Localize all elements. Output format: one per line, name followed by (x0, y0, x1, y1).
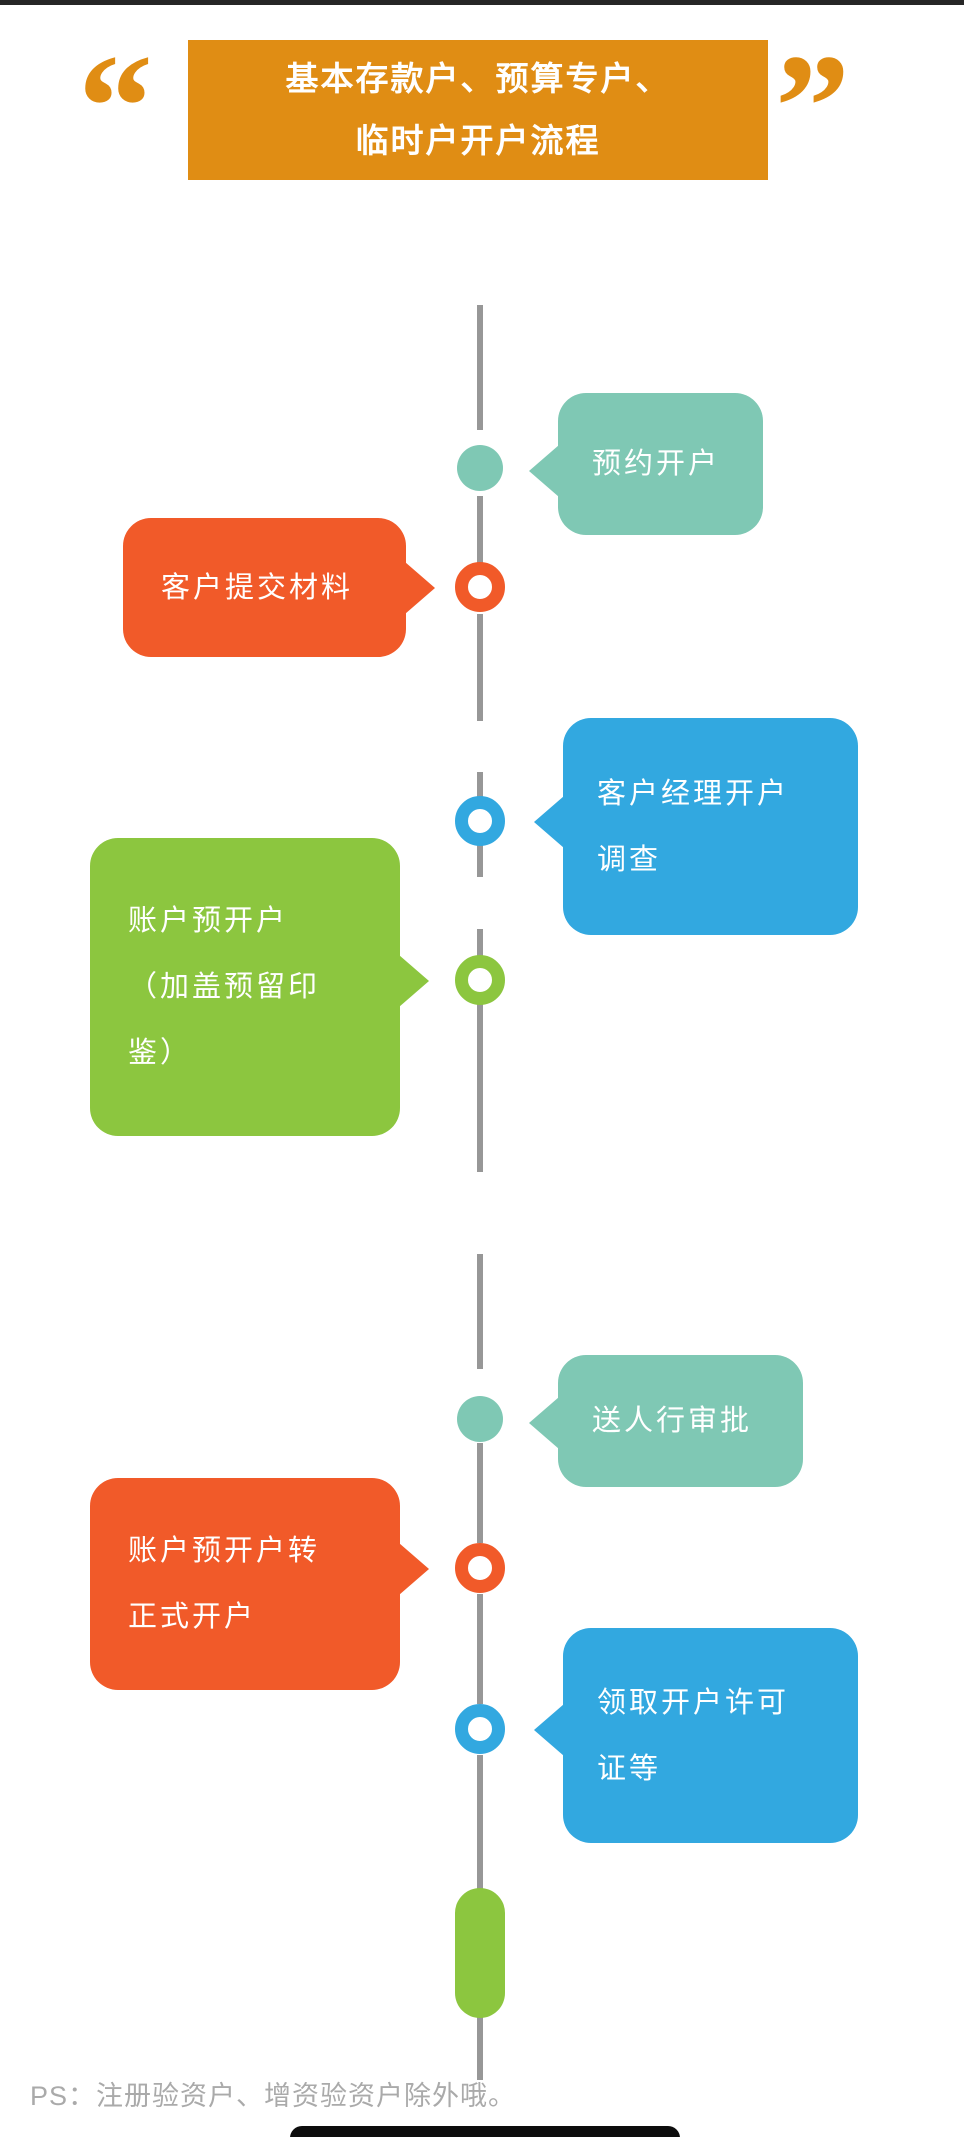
home-indicator (290, 2126, 680, 2137)
timeline-node-step-2[interactable] (455, 562, 505, 612)
step-bubble-step-2[interactable]: 客户提交材料 (123, 518, 435, 657)
bubble-tail-icon (405, 562, 435, 614)
step-label-step-3-line-1: 客户经理开户 (597, 777, 790, 810)
step-label-step-1-line-1: 预约开户 (592, 448, 721, 480)
quote-open-icon: “ (78, 24, 155, 190)
step-label-step-7-line-2: 证等 (597, 1752, 662, 1785)
bubble-tail-icon (399, 1543, 429, 1595)
header: “ ” 基本存款户、预算专户、 临时户开户流程 (0, 18, 964, 198)
bubble-tail-icon (529, 1397, 559, 1449)
page-title: 基本存款户、预算专户、 临时户开户流程 (188, 40, 768, 180)
step-bubble-step-7[interactable]: 领取开户许可 证等 (534, 1628, 858, 1843)
timeline-node-step-3[interactable] (455, 796, 505, 846)
bubble-tail-icon (529, 445, 559, 497)
step-label-step-4-line-2: （加盖预留印 (128, 971, 321, 1003)
timeline-segment (477, 1254, 483, 1369)
step-label-step-6-line-2: 正式开户 (128, 1601, 257, 1633)
step-label-step-4-line-3: 鉴） (128, 1037, 193, 1069)
page-title-line-2: 临时户开户流程 (355, 122, 601, 159)
step-bubble-step-1[interactable]: 预约开户 (529, 393, 763, 535)
step-label-step-6-line-1: 账户预开户转 (128, 1535, 321, 1567)
quote-close-icon: ” (775, 24, 852, 190)
timeline-node-step-8[interactable] (455, 1888, 505, 2018)
step-label-step-7-line-1: 领取开户许可 (597, 1686, 790, 1719)
timeline-segment (477, 929, 483, 1172)
footer-note: PS：注册验资户、增资验资户除外哦。 (30, 2081, 517, 2111)
bubble-tail-icon (399, 955, 429, 1007)
bubble-tail-icon (534, 1704, 564, 1756)
step-label-step-2-line-1: 客户提交材料 (161, 571, 354, 604)
timeline-node-step-5[interactable] (457, 1396, 503, 1442)
timeline-segment (477, 614, 483, 721)
timeline-node-step-1[interactable] (457, 445, 503, 491)
step-bubble-step-3[interactable]: 客户经理开户 调查 (534, 718, 858, 935)
step-label-step-3-line-2: 调查 (597, 843, 662, 876)
timeline-segment (477, 1755, 483, 1899)
timeline-segment (477, 1594, 483, 1704)
step-label-step-4-line-1: 账户预开户 (128, 905, 289, 937)
timeline-segment (477, 496, 483, 564)
timeline-segment (477, 2010, 483, 2080)
status-bar (0, 0, 964, 5)
page-title-line-1: 基本存款户、预算专户、 (285, 60, 671, 97)
timeline-segment (477, 305, 483, 430)
step-bubble-step-4[interactable]: 账户预开户 （加盖预留印 鉴） (90, 838, 429, 1136)
timeline-segment (477, 1443, 483, 1543)
timeline-node-step-7[interactable] (455, 1704, 505, 1754)
step-bubble-step-6[interactable]: 账户预开户转 正式开户 (90, 1478, 429, 1690)
timeline-node-step-6[interactable] (455, 1543, 505, 1593)
step-bubble-step-5[interactable]: 送人行审批 (529, 1355, 803, 1487)
timeline-node-step-4[interactable] (455, 955, 505, 1005)
bubble-tail-icon (534, 796, 564, 848)
step-label-step-5-line-1: 送人行审批 (592, 1405, 753, 1437)
